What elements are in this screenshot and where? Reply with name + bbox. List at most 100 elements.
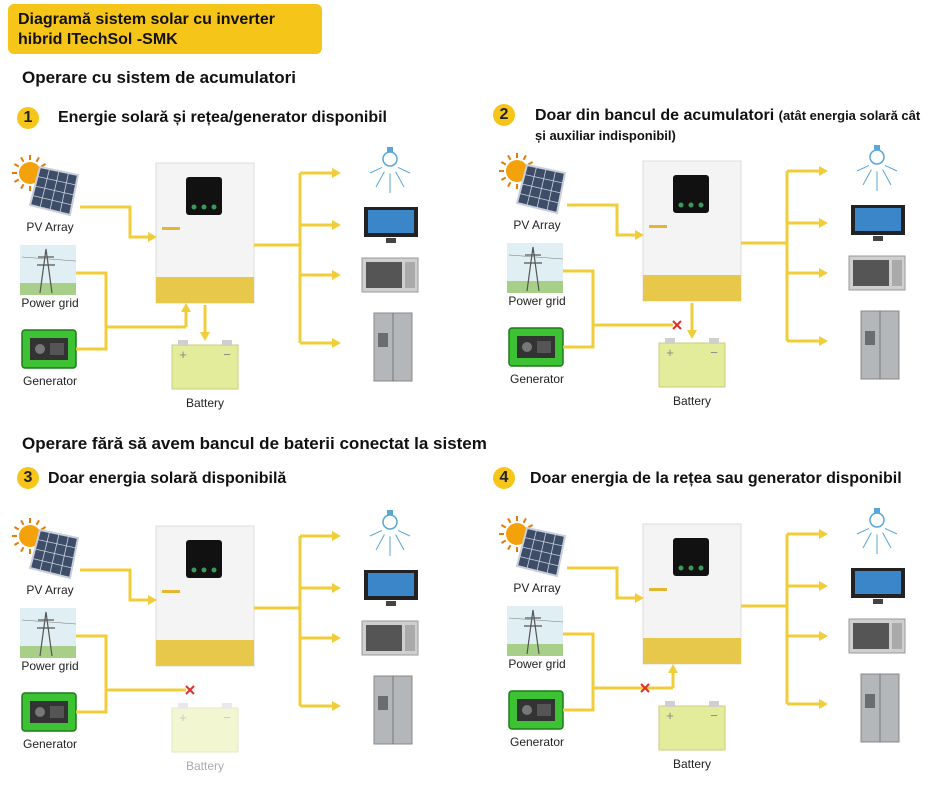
microwave-icon [361,257,419,293]
tv-icon [851,205,905,241]
generator-flow-line [563,686,673,712]
generator-flow-line [76,688,186,714]
scenario-2-title-main: Doar din bancul de acumulatori [535,107,775,124]
load-arrowhead-2 [819,581,828,591]
grid-arrowhead [668,664,678,673]
scenario-2-number: 2 [493,104,515,126]
generator-label: Generator [23,374,77,388]
refrigerator-icon [373,675,413,745]
light-bulb-icon [369,147,411,193]
grid-blocked-cross [672,320,682,330]
inverter-icon [155,525,255,667]
grid-blocked-cross [185,685,195,695]
power-grid-icon [507,243,564,293]
grid-flow-line [563,632,595,688]
load-arrowhead-3 [819,268,828,278]
pv-flow-line [80,205,151,239]
pv-arrowhead [148,595,157,605]
pv-array-label: PV Array [26,583,73,597]
load-arrowhead-3 [332,270,341,280]
pv-array-icon [499,516,567,578]
pv-array-icon [499,153,567,215]
scenario-3-number: 3 [17,467,39,489]
grid-flow-line [563,269,595,325]
load-arrowhead-2 [332,220,341,230]
svg-text:+: + [179,347,187,362]
load-arrowhead-3 [332,633,341,643]
power-grid-label: Power grid [21,659,78,673]
battery-label: Battery [673,757,711,771]
svg-text:−: − [223,347,231,362]
pv-arrowhead [635,593,644,603]
svg-text:−: − [710,345,718,360]
battery-icon: +− [658,338,726,388]
inverter-icon [642,523,742,665]
battery-icon: +− [658,701,726,751]
pv-arrowhead [148,232,157,242]
load-arrowhead-4 [819,336,828,346]
tv-icon [364,207,418,243]
scenario-1-title: Energie solară și rețea/generator dispon… [58,109,387,126]
generator-flow-line [563,323,673,349]
scenario-3-title: Doar energia solară disponibilă [48,470,287,487]
generator-flow-line [76,325,186,351]
scenario-2-title: Doar din bancul de acumulatori (atât ene… [535,106,925,146]
load-arrowhead-2 [819,218,828,228]
generator-label: Generator [510,372,564,386]
light-bulb-icon [856,145,898,191]
pv-flow-line [567,566,638,600]
pv-array-icon [12,155,80,217]
refrigerator-icon [860,310,900,380]
pv-array-label: PV Array [513,218,560,232]
battery-arrowhead [687,330,697,339]
svg-text:−: − [223,710,231,725]
battery-label: Battery [186,759,224,773]
inverter-icon [642,160,742,302]
pv-flow-line [80,568,151,602]
pv-array-label: PV Array [513,581,560,595]
power-grid-icon [507,606,564,656]
power-grid-icon [20,245,77,295]
generator-icon [21,329,77,369]
load-arrowhead-1 [819,529,828,539]
power-grid-label: Power grid [21,296,78,310]
refrigerator-icon [373,312,413,382]
battery-arrowhead [200,332,210,341]
pv-array-label: PV Array [26,220,73,234]
diagram-title: Diagramă sistem solar cu inverter hibrid… [8,4,322,54]
light-bulb-icon [369,510,411,556]
microwave-icon [361,620,419,656]
tv-icon [851,568,905,604]
load-arrowhead-2 [332,583,341,593]
svg-text:−: − [710,708,718,723]
load-arrowhead-1 [819,166,828,176]
generator-icon [508,690,564,730]
scenario-4-number: 4 [493,467,515,489]
load-arrowhead-4 [819,699,828,709]
battery-blocked-cross [640,683,650,693]
scenario-4-title: Doar energia de la rețea sau generator d… [530,470,902,487]
load-arrowhead-1 [332,168,341,178]
inverter-icon [155,162,255,304]
microwave-icon [848,255,906,291]
battery-icon: +− [171,340,239,390]
pv-arrowhead [635,230,644,240]
generator-icon [508,327,564,367]
battery-icon: +− [171,703,239,753]
svg-text:+: + [179,710,187,725]
scenario-1-number: 1 [17,107,39,129]
load-arrowhead-4 [332,701,341,711]
grid-flow-line [76,634,108,690]
load-arrowhead-3 [819,631,828,641]
load-arrowhead-1 [332,531,341,541]
grid-flow-line [76,271,108,327]
power-grid-label: Power grid [508,657,565,671]
tv-icon [364,570,418,606]
svg-text:+: + [666,708,674,723]
power-grid-icon [20,608,77,658]
refrigerator-icon [860,673,900,743]
